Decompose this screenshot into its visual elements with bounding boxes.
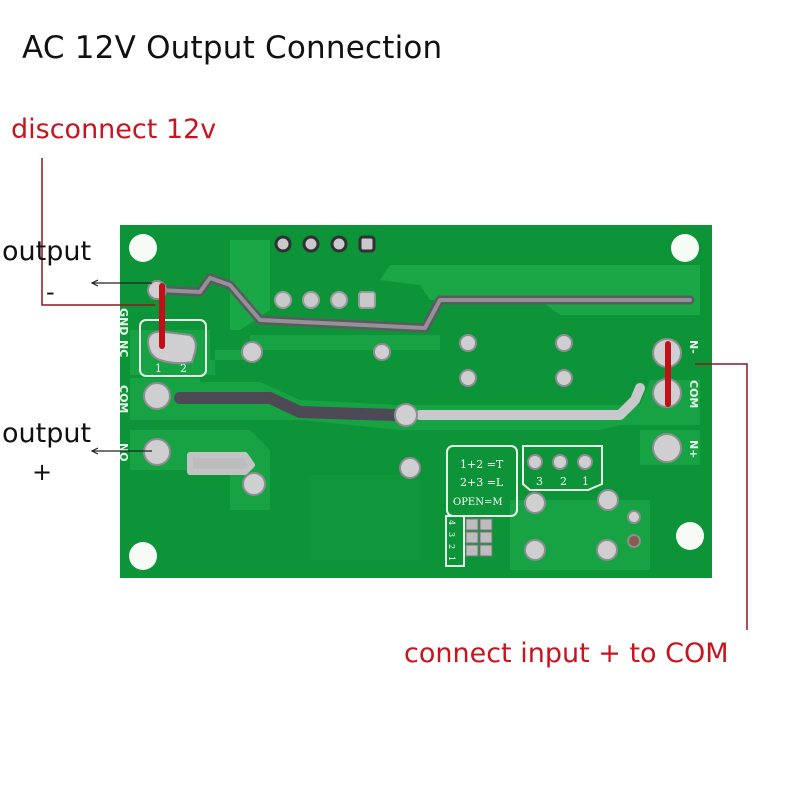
dip-outline bbox=[445, 515, 465, 567]
left-terminal-labels: GND NC COM NO bbox=[117, 308, 130, 462]
label-n-minus: N- bbox=[687, 340, 700, 354]
dip-label-4: 4 bbox=[447, 520, 456, 525]
output-negative-sign: - bbox=[46, 278, 55, 306]
jumper-pin-labels: 1 2 bbox=[155, 362, 187, 375]
pad-nc bbox=[146, 330, 197, 365]
connect-annotation: connect input + to COM bbox=[404, 638, 729, 669]
dip-switch bbox=[465, 518, 493, 557]
solder-pads bbox=[143, 280, 682, 561]
dip-label-2: 2 bbox=[447, 544, 456, 549]
mode-header-labels: 3 2 1 bbox=[536, 475, 589, 488]
jumper-pin-2: 2 bbox=[180, 362, 187, 375]
label-nc: NC bbox=[117, 340, 130, 357]
label-com-left: COM bbox=[117, 385, 130, 413]
pad-no bbox=[143, 438, 171, 466]
arrow-output-positive bbox=[90, 447, 152, 455]
mode-pin-2: 2 bbox=[560, 475, 567, 488]
mode-legend-t: 1+2 =T bbox=[460, 458, 504, 471]
leader-line-connect bbox=[695, 363, 748, 630]
pcb-trace-region bbox=[310, 475, 420, 560]
mode-legend: 1+2 =T 2+3 =L OPEN=M bbox=[453, 458, 504, 508]
mode-pin-1: 1 bbox=[582, 475, 589, 488]
pcb-trace-region bbox=[230, 240, 270, 330]
header-pins bbox=[274, 235, 376, 309]
mode-legend-box bbox=[446, 445, 518, 517]
arrow-output-negative bbox=[90, 279, 152, 287]
jumper-outline bbox=[139, 319, 207, 377]
pcb-trace-region bbox=[130, 330, 440, 375]
right-terminal-labels: N- COM N+ bbox=[687, 340, 700, 458]
output-negative-label: output bbox=[2, 236, 92, 267]
leader-line-disconnect bbox=[41, 158, 155, 306]
label-n-plus: N+ bbox=[687, 440, 700, 458]
dip-label-1: 1 bbox=[447, 556, 456, 561]
jumper-pin-1: 1 bbox=[155, 362, 162, 375]
output-positive-sign: + bbox=[32, 458, 53, 486]
dip-labels: 4 3 2 1 bbox=[447, 520, 456, 561]
mounting-holes bbox=[129, 234, 704, 570]
pad-com-left bbox=[143, 382, 171, 410]
label-no: NO bbox=[117, 443, 130, 462]
silkscreen bbox=[139, 319, 603, 567]
disconnect-annotation: disconnect 12v bbox=[11, 114, 217, 145]
output-positive-label: output bbox=[2, 418, 92, 449]
mode-legend-m: OPEN=M bbox=[453, 497, 503, 508]
solder-traces bbox=[153, 273, 695, 475]
dip-label-3: 3 bbox=[447, 532, 456, 537]
page-title: AC 12V Output Connection bbox=[22, 30, 443, 66]
mode-pin-3: 3 bbox=[536, 475, 543, 488]
mode-legend-l: 2+3 =L bbox=[460, 476, 504, 489]
label-gnd: GND bbox=[117, 308, 130, 335]
label-com-right: COM bbox=[687, 380, 700, 408]
mode-header-outline bbox=[522, 445, 603, 491]
